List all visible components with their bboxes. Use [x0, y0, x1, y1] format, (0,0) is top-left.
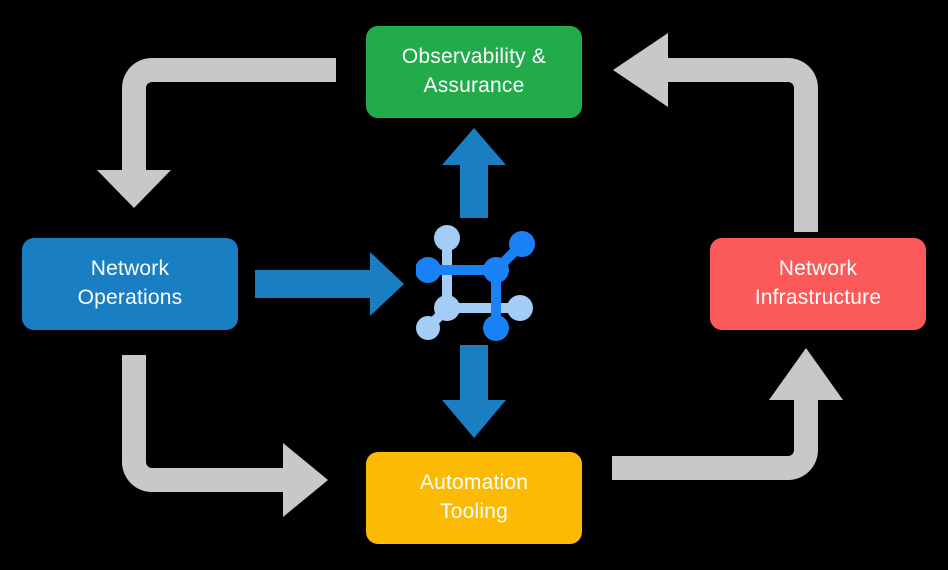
- node-box-network-operations[interactable]: Network Operations: [22, 238, 238, 330]
- node-label-observability: Observability & Assurance: [401, 45, 547, 97]
- node-label-network-infrastructure: Network Infrastructure: [754, 257, 882, 309]
- network-topology-icon: [416, 225, 535, 341]
- connector-ops-to-center: [255, 252, 404, 316]
- node-box-network-infrastructure[interactable]: Network Infrastructure: [710, 238, 926, 330]
- node-label-network-operations: Network Operations: [77, 257, 183, 309]
- topology-dark-nodes: [416, 231, 535, 341]
- connector-ops-to-automation: [122, 355, 328, 517]
- node-label-automation-tooling: Automation Tooling: [419, 471, 529, 523]
- topology-light-nodes: [416, 225, 533, 340]
- connector-infrastructure-to-observability: [613, 33, 818, 232]
- connector-observability-to-ops: [97, 58, 336, 208]
- connector-automation-to-infrastructure: [612, 348, 843, 480]
- node-box-automation-tooling[interactable]: Automation Tooling: [366, 452, 582, 544]
- node-box-observability[interactable]: Observability & Assurance: [366, 26, 582, 118]
- connector-center-to-automation: [442, 345, 506, 438]
- connector-center-to-observability: [442, 128, 506, 218]
